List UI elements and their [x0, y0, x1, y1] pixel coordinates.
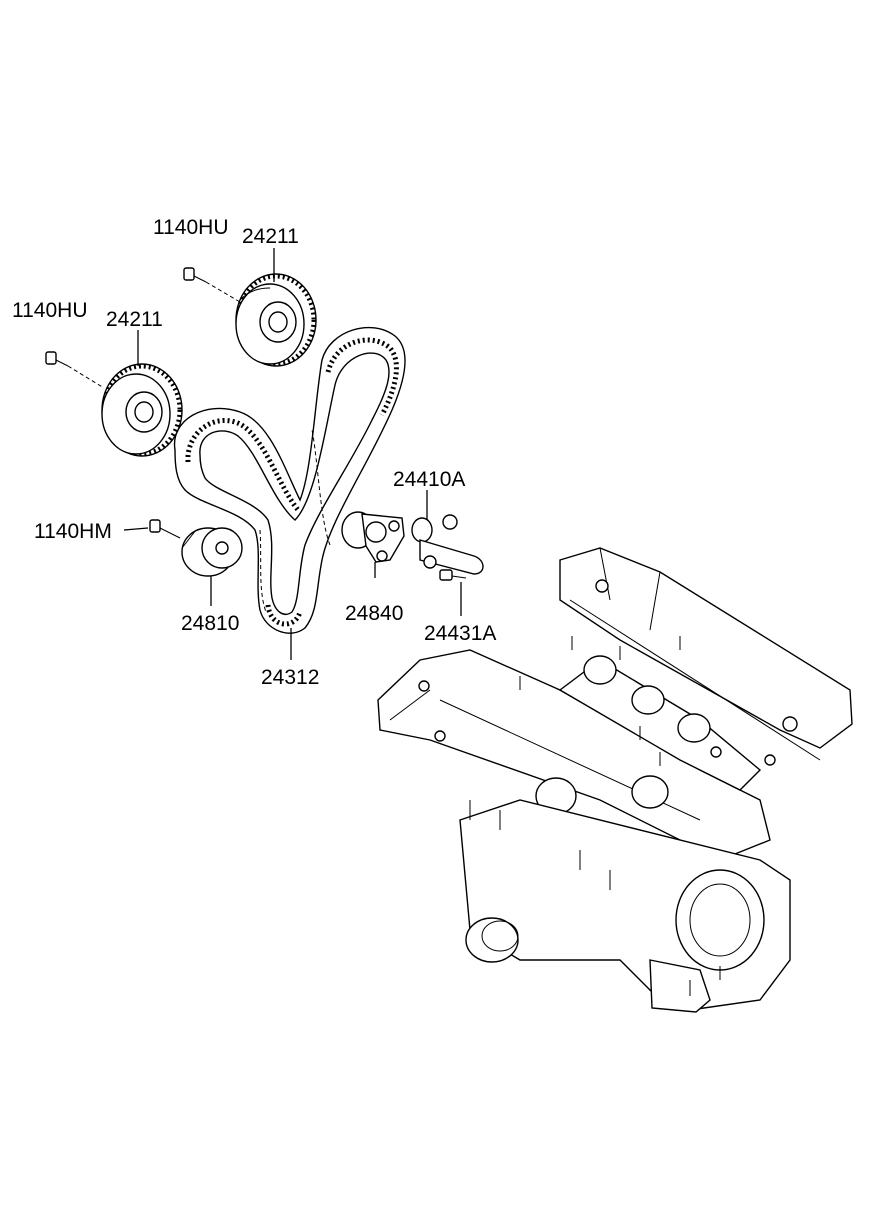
label-tensioner-arm: 24410A — [393, 468, 465, 491]
sprocket-upper[interactable] — [235, 273, 317, 367]
tensioner-arm[interactable] — [411, 514, 484, 575]
label-tensioner-pulley: 24840 — [345, 602, 403, 625]
label-idler-pulley: 24810 — [181, 612, 239, 635]
label-bolt-lower: 1140HU — [12, 299, 88, 322]
sprocket-lower[interactable] — [101, 363, 183, 457]
engine-block — [377, 547, 853, 1013]
bolt-upper-icon[interactable] — [183, 267, 241, 303]
label-sprocket-lower: 24211 — [106, 308, 163, 331]
idler-pulley[interactable] — [181, 527, 243, 577]
tensioner-pulley[interactable] — [341, 511, 405, 563]
bolt-lower-icon[interactable] — [45, 351, 105, 389]
bolt-idler-icon[interactable] — [149, 519, 181, 539]
timing-belt[interactable] — [173, 326, 406, 634]
leader-lines — [123, 248, 462, 660]
label-timing-belt: 24312 — [261, 666, 319, 689]
tensioner-bolt-icon[interactable] — [439, 569, 467, 581]
label-bolt-idler: 1140HM — [34, 520, 112, 543]
label-tensioner-bolt: 24431A — [424, 622, 496, 645]
label-sprocket-upper: 24211 — [242, 225, 299, 248]
label-bolt-upper: 1140HU — [153, 216, 229, 239]
